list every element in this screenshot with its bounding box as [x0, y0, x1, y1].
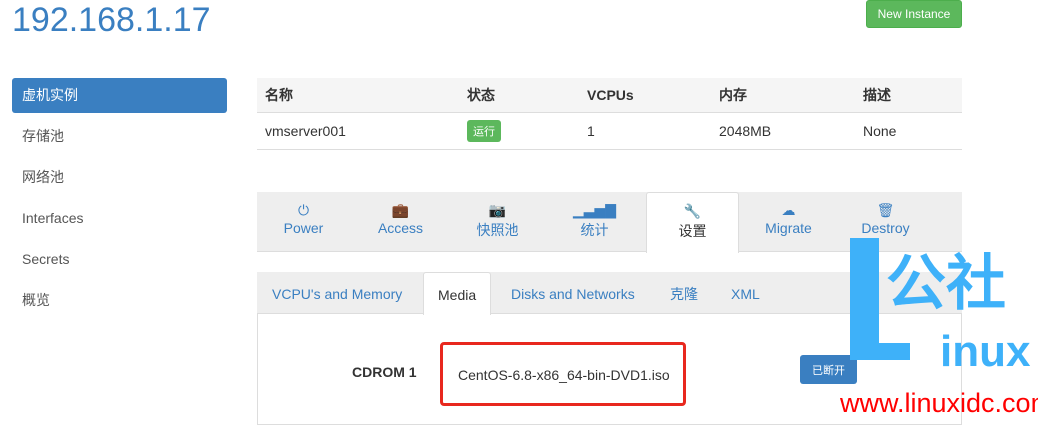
tab-label: Power — [283, 220, 324, 236]
cdrom-iso-select[interactable]: CentOS-6.8-x86_64-bin-DVD1.iso — [458, 367, 670, 383]
tab-label: Access — [377, 220, 424, 236]
watermark-linux: inux — [940, 327, 1031, 376]
col-memory: 内存 — [719, 87, 747, 103]
sidebar-item-networks[interactable]: 网络池 — [22, 169, 64, 185]
tab-settings[interactable]: 🔧 设置 — [646, 192, 739, 253]
table-header: 名称 状态 VCPUs 内存 描述 — [257, 78, 962, 113]
sidebar-item-overview[interactable]: 概览 — [22, 292, 50, 308]
watermark-logo-l-foot — [850, 343, 910, 360]
tab-destroy[interactable]: 🗑 Destroy — [839, 192, 932, 252]
col-name: 名称 — [265, 87, 293, 103]
sidebar-item-instances[interactable]: 虚机实例 — [12, 78, 227, 113]
tab-migrate[interactable]: ☁ Migrate — [742, 192, 835, 252]
settings-subtabs: VCPU's and Memory Media Disks and Networ… — [257, 272, 962, 315]
cdrom-label: CDROM 1 — [352, 364, 417, 380]
table-row[interactable]: vmserver001 运行 1 2048MB None — [257, 113, 962, 150]
instances-table: 名称 状态 VCPUs 内存 描述 vmserver001 运行 1 2048M… — [257, 78, 962, 150]
vcpus-value: 1 — [587, 123, 595, 139]
status-badge: 运行 — [467, 120, 501, 142]
sidebar-item-storage[interactable]: 存储池 — [22, 128, 64, 144]
subtab-vcpu-memory[interactable]: VCPU's and Memory — [272, 286, 403, 302]
sidebar-item-secrets[interactable]: Secrets — [22, 251, 70, 267]
tab-snapshots[interactable]: 📷 快照池 — [451, 192, 544, 252]
memory-value: 2048MB — [719, 123, 772, 139]
trash-icon: 🗑 — [876, 202, 895, 218]
tab-label: Migrate — [765, 220, 812, 236]
tab-stats[interactable]: ▁▃▅▇ 统计 — [548, 192, 641, 252]
subtab-media[interactable]: Media — [423, 272, 492, 315]
tab-label: Destroy — [861, 220, 910, 236]
tab-label: 统计 — [580, 222, 609, 238]
action-tabs: ⏻Power 💼Access 📷快照池 ▁▃▅▇统计 🔧设置 ☁Migrate … — [257, 192, 962, 253]
briefcase-icon: 💼 — [391, 202, 410, 218]
watermark-brand: 公社 — [886, 250, 1006, 317]
highlight-box — [440, 342, 686, 406]
host-title: 192.168.1.17 — [12, 1, 211, 39]
new-instance-button[interactable]: New Instance — [866, 0, 962, 28]
disconnect-button[interactable]: 已断开 — [800, 355, 857, 384]
media-panel — [257, 314, 962, 425]
watermark-url: www.linuxidc.com — [840, 388, 1038, 418]
subtab-xml[interactable]: XML — [731, 286, 760, 302]
watermark-logo-l — [850, 238, 879, 360]
col-vcpus: VCPUs — [587, 87, 634, 103]
cloud-download-icon: ☁ — [781, 202, 796, 218]
tab-label: 快照池 — [476, 222, 519, 238]
subtab-disks-networks[interactable]: Disks and Networks — [511, 286, 635, 302]
wrench-icon: 🔧 — [683, 203, 702, 219]
power-icon: ⏻ — [297, 202, 310, 218]
tab-power[interactable]: ⏻ Power — [257, 192, 350, 252]
camera-icon: 📷 — [488, 202, 507, 218]
signal-icon: ▁▃▅▇ — [572, 202, 617, 218]
description-value: None — [863, 123, 897, 139]
col-status: 状态 — [467, 87, 495, 103]
sidebar-item-interfaces[interactable]: Interfaces — [22, 210, 84, 226]
tab-access[interactable]: 💼 Access — [354, 192, 447, 252]
tab-label: 设置 — [678, 223, 707, 239]
instance-name[interactable]: vmserver001 — [265, 123, 346, 139]
subtab-clone[interactable]: 克隆 — [670, 286, 698, 302]
col-description: 描述 — [863, 87, 891, 103]
